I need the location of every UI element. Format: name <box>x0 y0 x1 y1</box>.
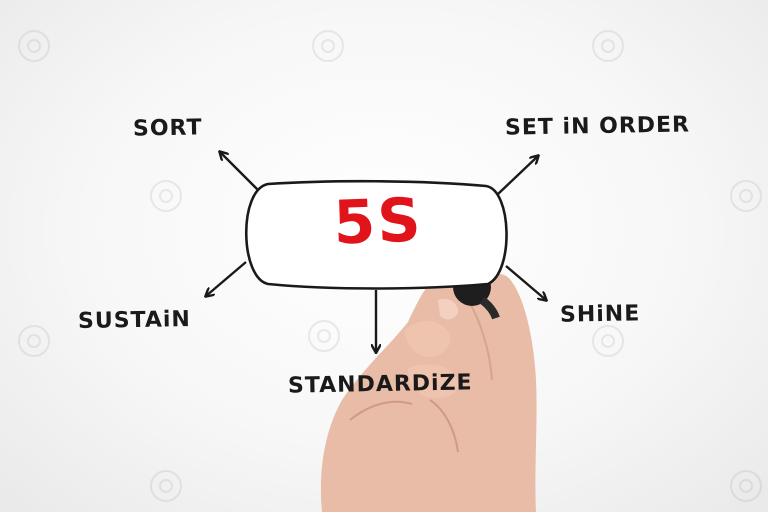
arrow-sustain <box>206 261 247 296</box>
label-standardize: STANDARDiZE <box>287 370 473 399</box>
watermark-logo <box>150 180 182 212</box>
center-box <box>245 179 508 290</box>
hand-image <box>320 266 537 512</box>
watermark-logo <box>150 470 182 502</box>
watermark-logo <box>308 320 340 352</box>
label-set-in-order: SET iN ORDER <box>504 112 691 141</box>
watermark-logo <box>18 30 50 62</box>
center-label-5s: 5S <box>332 185 424 259</box>
watermark-logo <box>592 30 624 62</box>
label-sort: SORT <box>132 115 203 142</box>
label-sustain: SUSTAiN <box>77 307 192 334</box>
watermark-logo <box>18 325 50 357</box>
watermark-logo <box>312 30 344 62</box>
arrow-set-in-order <box>497 156 538 195</box>
arrow-shine <box>505 265 546 300</box>
arrow-sort <box>220 152 259 191</box>
label-shine: SHiNE <box>559 301 641 328</box>
watermark-logo <box>730 180 762 212</box>
watermark-logo <box>730 470 762 502</box>
watermark-logo <box>592 325 624 357</box>
